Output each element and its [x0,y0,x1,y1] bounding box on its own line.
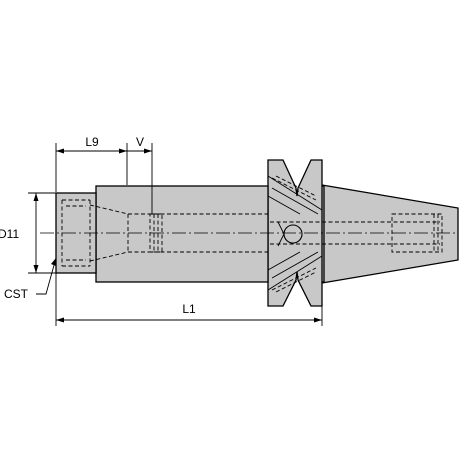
dimension-v: V [127,135,153,214]
flange-hatch [267,175,323,291]
label-v: V [136,135,144,149]
label-l1: L1 [182,302,196,316]
shank-body [95,185,269,283]
label-l9: L9 [85,135,99,149]
leader-cst: CST [4,257,57,301]
dimension-l9: L9 [55,135,128,192]
dimension-d11: D11 [0,192,56,274]
hidden-features [61,175,443,293]
label-cst: CST [4,287,29,301]
dimension-l1: L1 [55,273,323,326]
label-d11: D11 [0,227,19,241]
orientation-notch [283,224,303,244]
